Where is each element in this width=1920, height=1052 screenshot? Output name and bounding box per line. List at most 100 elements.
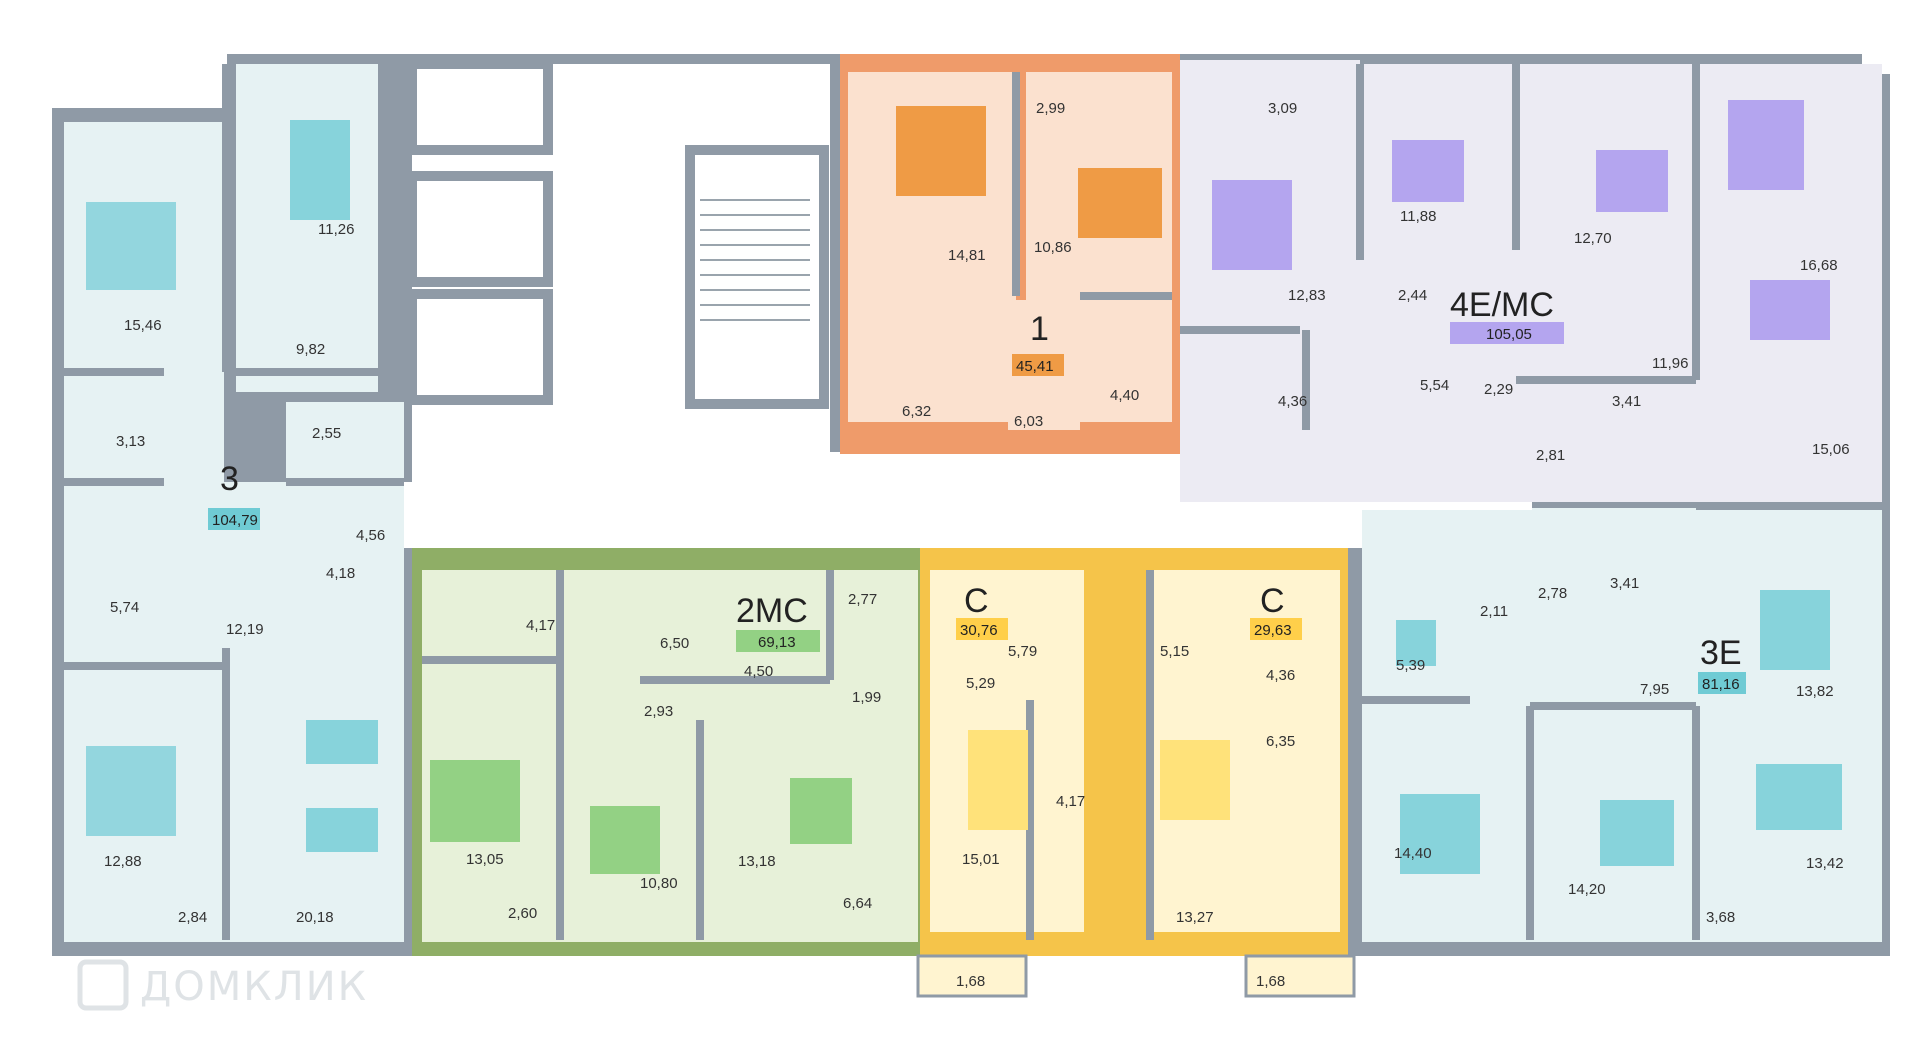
apartment-c1-name: С [964,582,989,620]
room-areas-aptc1: 5,79 5,29 4,17 15,01 1,68 [956,643,1085,990]
room-area: 12,83 [1288,287,1326,304]
room-area: 2,29 [1484,381,1513,398]
apartment-1-badge [1012,354,1064,376]
room-area: 13,27 [1176,909,1214,926]
apartment-3-zone [64,64,404,942]
room-areas-apt3e: 2,11 2,78 3,41 5,39 7,95 13,82 14,40 14,… [1394,575,1844,926]
stair-core [407,59,830,452]
interior-walls [64,64,1882,940]
room-area: 5,15 [1160,643,1189,660]
room-area: 1,99 [852,689,881,706]
apartment-label-3e: 3Е 81,16 [1698,634,1746,694]
watermark-logo-icon [77,959,129,1011]
room-area: 5,39 [1396,657,1425,674]
apartment-label-c2: С 29,63 [1250,582,1302,640]
room-area: 3,41 [1610,575,1639,592]
apartment-3e-area: 81,16 [1702,676,1740,693]
apartment-4e-area: 105,05 [1486,326,1532,343]
room-area: 10,80 [640,875,678,892]
apartment-2mc-badge [736,630,820,652]
room-area: 11,26 [318,221,354,238]
room-area: 2,77 [848,591,877,608]
room-area: 2,55 [312,425,341,442]
room-area: 14,40 [1394,845,1432,862]
room-area: 5,54 [1420,377,1449,394]
room-area: 2,93 [644,703,673,720]
watermark: ДОМКЛИК [77,959,366,1011]
room-area: 4,56 [356,527,385,544]
room-area: 14,20 [1568,881,1606,898]
room-area: 4,36 [1266,667,1295,684]
apartment-3e-name: 3Е [1700,634,1742,672]
apartment-3-area: 104,79 [212,512,258,529]
stairs-icon [700,199,810,321]
apartment-3e-zone [1362,508,1882,942]
apartment-c2-name: С [1260,582,1285,620]
room-area: 6,64 [843,895,872,912]
room-area: 4,40 [1110,387,1139,404]
room-areas-apt4e: 3,09 11,88 12,70 16,68 12,83 2,44 4,36 5… [1268,100,1850,464]
room-area: 3,09 [1268,100,1297,117]
room-areas-apt2mc: 4,17 6,50 2,77 4,50 1,99 2,93 13,05 10,8… [466,591,881,922]
room-area: 4,17 [526,617,555,634]
apartment-label-1: 1 45,41 [1012,310,1064,376]
room-area: 2,81 [1536,447,1565,464]
room-area: 2,84 [178,909,207,926]
room-area: 5,79 [1008,643,1037,660]
room-area: 12,19 [226,621,264,638]
room-area: 13,05 [466,851,504,868]
room-area: 2,11 [1480,603,1508,620]
room-area: 11,88 [1400,208,1436,225]
room-areas-apt1: 2,99 14,81 10,86 6,32 6,03 4,40 [902,100,1139,430]
room-area: 7,95 [1640,681,1669,698]
room-area: 9,82 [296,341,325,358]
apartment-3-name: 3 [220,460,239,498]
room-area: 12,70 [1574,230,1612,247]
apartment-label-c1: С 30,76 [956,582,1008,640]
apartment-2mc-zone [412,548,920,956]
room-area: 4,36 [1278,393,1307,410]
apartment-3-badge [208,508,260,530]
apartment-c2-badge [1250,618,1302,640]
apartment-3e-badge [1698,672,1746,694]
room-area: 11,96 [1652,355,1688,372]
room-area: 4,18 [326,565,355,582]
room-area: 14,81 [948,247,986,264]
room-area: 10,86 [1034,239,1072,256]
apartment-1-area: 45,41 [1016,358,1054,375]
apartment-2mc-area: 69,13 [758,634,796,651]
room-area: 6,35 [1266,733,1295,750]
room-area: 2,44 [1398,287,1427,304]
room-area: 13,18 [738,853,776,870]
apartment-label-2mc: 2МС 69,13 [736,592,820,652]
room-area: 2,78 [1538,585,1567,602]
room-areas-apt3: 11,26 15,46 9,82 3,13 2,55 4,56 5,74 4,1… [104,221,385,926]
apartment-c2-area: 29,63 [1254,622,1292,639]
room-area: 15,46 [124,317,162,334]
room-area: 3,41 [1612,393,1641,410]
corridor-west [404,482,444,548]
apartment-1-name: 1 [1030,310,1049,348]
room-area: 4,17 [1056,793,1085,810]
room-area: 6,03 [1014,413,1043,430]
room-area: 4,50 [744,663,773,680]
room-area: 5,29 [966,675,995,692]
room-area: 13,42 [1806,855,1844,872]
room-area: 2,99 [1036,100,1065,117]
apartment-c1-area: 30,76 [960,622,998,639]
room-areas-aptc2: 5,15 4,36 6,35 13,27 1,68 [1160,643,1295,990]
room-area: 15,01 [962,851,1000,868]
room-area: 6,50 [660,635,689,652]
furniture [86,100,1842,874]
apartment-c1-badge [956,618,1008,640]
room-area: 1,68 [956,973,985,990]
room-area: 1,68 [1256,973,1285,990]
room-area: 12,88 [104,853,142,870]
room-area: 3,68 [1706,909,1735,926]
apartment-2mc-name: 2МС [736,592,808,630]
room-area: 15,06 [1812,441,1850,458]
room-area: 20,18 [296,909,334,926]
apartment-1-zone [840,54,1180,454]
room-area: 16,68 [1800,257,1838,274]
